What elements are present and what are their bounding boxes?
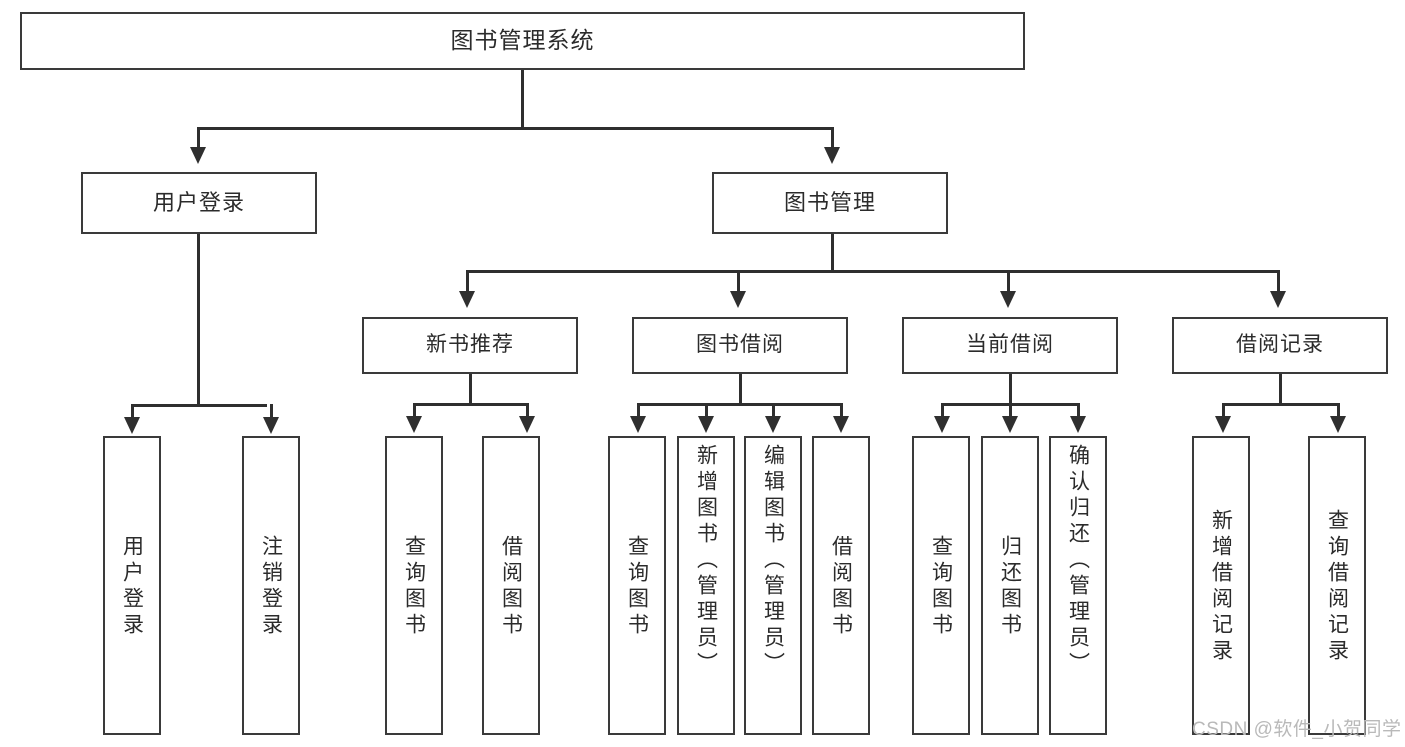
node-label: 新增图书（管理员） [694, 444, 718, 678]
node-label: 确认归还（管理员） [1066, 444, 1090, 678]
connector-current-borrow-drop-3 [1077, 403, 1080, 417]
connector-user-login-stem [197, 234, 200, 406]
connector-borrow-record-drop-2 [1337, 403, 1340, 417]
node-label: 查询图书 [625, 534, 649, 639]
leaf-return-book[interactable]: 归还图书 [981, 436, 1039, 735]
connector-root-drop-left [197, 127, 200, 149]
node-borrow-record[interactable]: 借阅记录 [1172, 317, 1388, 374]
connector-borrow-record-bus [1222, 403, 1337, 406]
node-label: 借阅记录 [1236, 333, 1324, 357]
arrowhead-leaf-confirm-return [1070, 416, 1086, 433]
connector-book-borrow-stem [739, 374, 742, 404]
node-label: 借阅图书 [499, 534, 523, 639]
node-label: 注销登录 [259, 534, 283, 639]
node-new-book-recommend[interactable]: 新书推荐 [362, 317, 578, 374]
connector-root-drop-right [831, 127, 834, 149]
connector-book-borrow-bus [637, 403, 842, 406]
connector-root-bus [197, 127, 834, 130]
node-label: 图书管理 [783, 190, 876, 216]
leaf-confirm-return-admin[interactable]: 确认归还（管理员） [1049, 436, 1107, 735]
node-root-book-management-system[interactable]: 图书管理系统 [20, 12, 1025, 70]
connector-level2-drop-1 [466, 270, 469, 292]
node-current-borrow[interactable]: 当前借阅 [902, 317, 1118, 374]
leaf-user-login[interactable]: 用户登录 [103, 436, 161, 735]
node-label: 用户登录 [120, 534, 144, 639]
node-label: 借阅图书 [829, 534, 853, 639]
connector-borrow-record-drop-1 [1222, 403, 1225, 417]
connector-new-book-stem [469, 374, 472, 404]
connector-new-book-drop-1 [413, 403, 416, 417]
leaf-query-book-recommend[interactable]: 查询图书 [385, 436, 443, 735]
arrowhead-leaf-query-record [1330, 416, 1346, 433]
connector-current-borrow-drop-2 [1009, 403, 1012, 417]
leaf-borrow-book-recommend[interactable]: 借阅图书 [482, 436, 540, 735]
arrowhead-to-current-borrow [1000, 291, 1016, 308]
connector-book-borrow-drop-4 [840, 403, 843, 417]
connector-user-login-drop-1 [131, 404, 134, 418]
node-label: 图书借阅 [696, 333, 784, 357]
connector-book-borrow-drop-3 [772, 403, 775, 417]
arrowhead-to-user-login [190, 147, 206, 164]
node-user-login[interactable]: 用户登录 [81, 172, 317, 234]
connector-level2-drop-2 [737, 270, 740, 292]
node-book-management[interactable]: 图书管理 [712, 172, 948, 234]
leaf-query-book-borrow[interactable]: 查询图书 [608, 436, 666, 735]
node-label: 编辑图书（管理员） [761, 444, 785, 678]
leaf-query-borrow-record[interactable]: 查询借阅记录 [1308, 436, 1366, 735]
connector-book-management-stem [831, 234, 834, 272]
node-label: 查询借阅记录 [1325, 508, 1349, 665]
arrowhead-leaf-borrow-book-a [519, 416, 535, 433]
leaf-add-borrow-record[interactable]: 新增借阅记录 [1192, 436, 1250, 735]
arrowhead-leaf-user-login [124, 417, 140, 434]
node-book-borrow[interactable]: 图书借阅 [632, 317, 848, 374]
connector-level2-drop-4 [1277, 270, 1280, 292]
leaf-logout[interactable]: 注销登录 [242, 436, 300, 735]
arrowhead-leaf-add-book [698, 416, 714, 433]
node-label: 新增借阅记录 [1209, 508, 1233, 665]
node-label: 新书推荐 [426, 333, 514, 357]
connector-book-borrow-drop-2 [705, 403, 708, 417]
connector-level2-bus [466, 270, 1280, 273]
arrowhead-to-book-management [824, 147, 840, 164]
arrowhead-leaf-logout [263, 417, 279, 434]
leaf-query-book-current[interactable]: 查询图书 [912, 436, 970, 735]
node-label: 用户登录 [152, 190, 245, 216]
arrowhead-leaf-edit-book [765, 416, 781, 433]
arrowhead-leaf-return-book [1002, 416, 1018, 433]
leaf-add-book-admin[interactable]: 新增图书（管理员） [677, 436, 735, 735]
connector-current-borrow-stem [1009, 374, 1012, 404]
connector-borrow-record-stem [1279, 374, 1282, 404]
node-label: 图书管理系统 [450, 27, 595, 54]
leaf-borrow-book-borrow[interactable]: 借阅图书 [812, 436, 870, 735]
arrowhead-leaf-query-book-a [406, 416, 422, 433]
node-label: 查询图书 [929, 534, 953, 639]
arrowhead-to-new-book-recommend [459, 291, 475, 308]
node-label: 查询图书 [402, 534, 426, 639]
arrowhead-leaf-add-record [1215, 416, 1231, 433]
arrowhead-leaf-query-book-c [934, 416, 950, 433]
csdn-watermark: CSDN @软件_小贺同学 [1192, 719, 1402, 740]
arrowhead-to-book-borrow [730, 291, 746, 308]
connector-new-book-drop-2 [526, 403, 529, 417]
arrowhead-leaf-query-book-b [630, 416, 646, 433]
arrowhead-to-borrow-record [1270, 291, 1286, 308]
node-label: 当前借阅 [966, 333, 1054, 357]
connector-root-stem [521, 70, 524, 128]
connector-book-borrow-drop-1 [637, 403, 640, 417]
connector-user-login-bus [131, 404, 267, 407]
connector-user-login-drop-2 [270, 404, 273, 418]
connector-level2-drop-3 [1007, 270, 1010, 292]
node-label: 归还图书 [998, 534, 1022, 639]
arrowhead-leaf-borrow-book-b [833, 416, 849, 433]
leaf-edit-book-admin[interactable]: 编辑图书（管理员） [744, 436, 802, 735]
connector-new-book-bus [413, 403, 526, 406]
connector-current-borrow-drop-1 [941, 403, 944, 417]
